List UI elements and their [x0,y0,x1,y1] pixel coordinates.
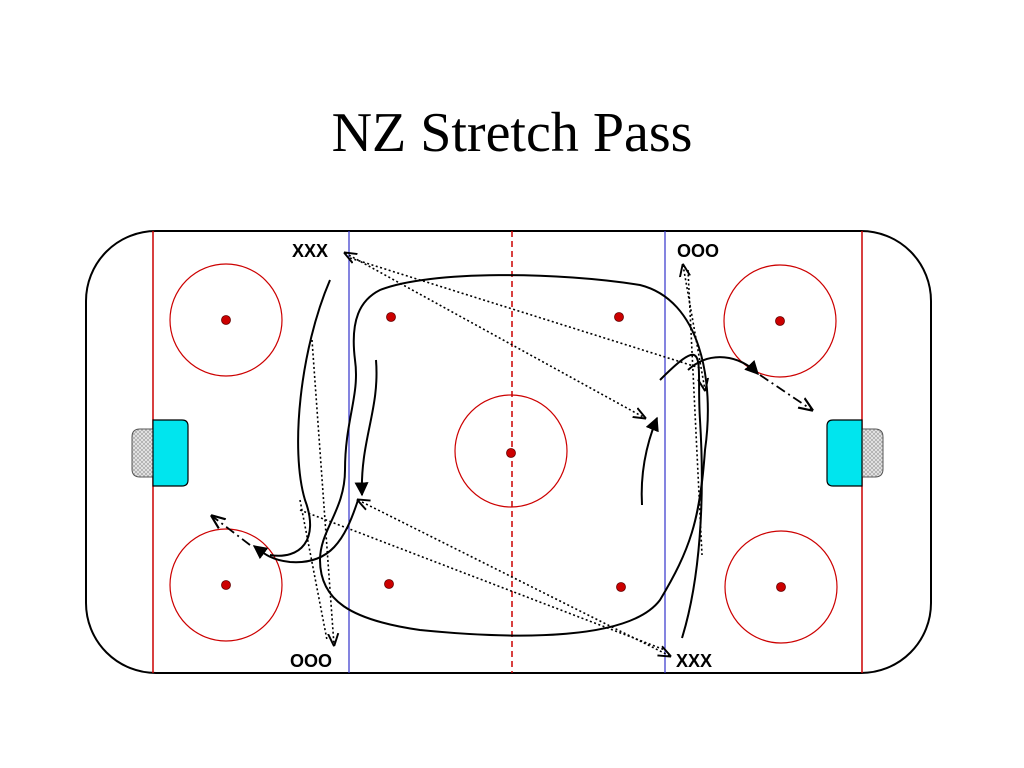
faceoff-dot [506,448,516,458]
page-title: NZ Stretch Pass [331,102,693,164]
faceoff-dot [616,582,626,592]
shot-line-left [212,516,251,546]
pass-line [299,499,328,641]
faceoff-dot [221,315,231,325]
faceoff-dot [384,579,394,589]
label-bottom-right: XXX [676,651,712,671]
faceoff-dot [775,316,785,326]
pass-line [299,509,666,651]
faceoff-circle-top-left [169,263,283,377]
pass-line [345,253,645,418]
skate-path-left [269,279,331,557]
label-top-left: XXX [292,241,328,261]
pass-line [311,339,334,645]
pass-line [683,265,705,390]
faceoff-dot [386,312,396,322]
faceoff-dot [221,580,231,590]
right-net [826,419,884,487]
label-top-right: OOO [677,241,719,261]
label-bottom-left: OOO [290,651,332,671]
faceoff-dot [614,312,624,322]
skate-path-right-entry [640,416,659,506]
faceoff-circle-top-right [723,264,837,378]
faceoff-circle-bottom-left [169,528,283,642]
faceoff-circle-bottom-right [724,530,838,644]
faceoff-dot [776,582,786,592]
left-net [131,419,189,487]
